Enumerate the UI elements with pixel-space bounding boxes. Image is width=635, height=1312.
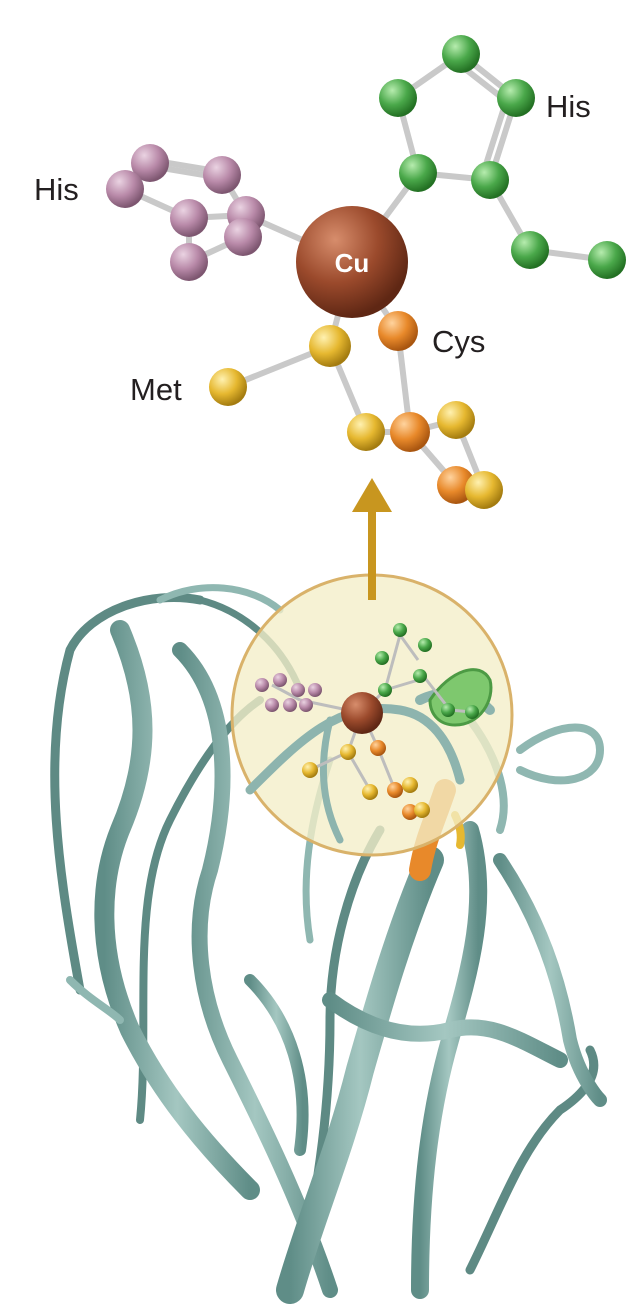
met-atom xyxy=(209,368,247,406)
his-right-atom xyxy=(497,79,535,117)
mini-his-left xyxy=(255,673,322,712)
his-right-atom xyxy=(399,154,437,192)
his-left-atom xyxy=(224,218,262,256)
his-left-atom xyxy=(203,156,241,194)
met-label: Met xyxy=(130,372,182,407)
cys-atom xyxy=(437,466,475,504)
his-right-atom xyxy=(588,241,626,279)
his-right-residue xyxy=(379,35,626,279)
his-right-atom xyxy=(379,79,417,117)
mini-copper-site xyxy=(255,623,479,820)
zoom-arrow xyxy=(352,478,392,600)
met-sulfur-atom xyxy=(309,325,351,367)
cys-label: Cys xyxy=(432,324,485,359)
his-right-atom xyxy=(471,161,509,199)
met-atom xyxy=(347,413,385,451)
cys-atom xyxy=(390,412,430,452)
mini-cys-met xyxy=(302,740,430,820)
his-left-atom xyxy=(170,199,208,237)
his-right-atom xyxy=(511,231,549,269)
cys-met-residues xyxy=(209,311,503,509)
copper-label: Cu xyxy=(335,248,370,278)
cys-met-atom xyxy=(437,401,475,439)
mini-copper-atom xyxy=(341,692,383,734)
copper-atom xyxy=(296,206,408,318)
his-left-atom xyxy=(170,243,208,281)
his-left-atom xyxy=(131,144,169,182)
his-left-atom xyxy=(106,170,144,208)
his-left-label: His xyxy=(34,172,79,207)
cys-met-atom xyxy=(465,471,503,509)
his-right-label: His xyxy=(546,89,591,124)
his-left-residue xyxy=(106,144,265,281)
cys-sulfur-atom xyxy=(378,311,418,351)
his-right-atom xyxy=(442,35,480,73)
mini-his-right xyxy=(375,623,479,719)
